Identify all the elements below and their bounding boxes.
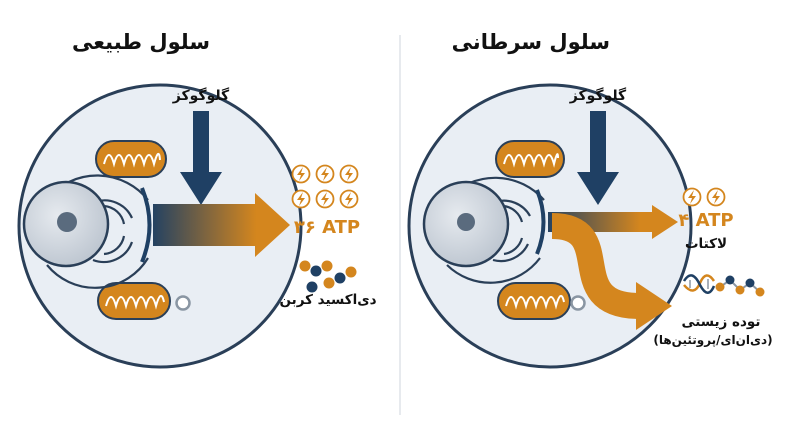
co2-molecule-icon bbox=[299, 260, 357, 293]
normal-atp-icons bbox=[291, 164, 359, 209]
nucleus-icon bbox=[422, 180, 510, 268]
mitochondrion-icon bbox=[495, 140, 565, 178]
lightning-bolt-icon bbox=[315, 189, 335, 209]
biomass-label: توده زیستی bbox=[681, 314, 761, 330]
lightning-bolt-icon bbox=[339, 164, 359, 184]
cancer-glucose-arrow bbox=[590, 111, 606, 175]
dna-helix-icon bbox=[682, 274, 716, 294]
normal-byproduct-label: دی‌اکسید کربن bbox=[279, 292, 377, 308]
lightning-bolt-icon bbox=[339, 189, 359, 209]
membrane-bracket bbox=[535, 189, 546, 255]
cancer-glucose-arrowhead bbox=[577, 172, 619, 205]
cancer-atp-icons bbox=[682, 187, 726, 207]
normal-atp-label: ۳۶ ATP bbox=[293, 217, 361, 238]
lightning-bolt-icon bbox=[682, 187, 702, 207]
membrane-bracket bbox=[140, 187, 152, 263]
normal-glucose-arrow bbox=[193, 111, 209, 175]
normal-glucose-label: گلوگوکز bbox=[172, 88, 230, 104]
vesicle-icon bbox=[175, 295, 191, 311]
cancer-cell bbox=[407, 83, 765, 369]
lightning-bolt-icon bbox=[315, 164, 335, 184]
lightning-bolt-icon bbox=[706, 187, 726, 207]
mitochondrion-icon bbox=[97, 282, 171, 320]
cancer-biomass-arrowhead bbox=[636, 282, 672, 330]
nucleus-icon bbox=[22, 180, 110, 268]
mitochondrion-icon bbox=[95, 140, 167, 178]
mitochondrion-icon bbox=[497, 282, 571, 320]
lightning-bolt-icon bbox=[291, 164, 311, 184]
normal-cell bbox=[17, 83, 359, 369]
protein-chain-icon bbox=[715, 275, 765, 297]
cancer-biomass-arrow bbox=[551, 213, 641, 319]
cancer-byproduct-label: لاکتات bbox=[684, 236, 728, 252]
cancer-glucose-label: گلوگوکز bbox=[569, 88, 627, 104]
normal-atp-arrow bbox=[153, 193, 290, 257]
biomass-sublabel: (دی‌ان‌ای/پروتئین‌ها) bbox=[653, 333, 773, 347]
normal-cell-title: سلول طبیعی bbox=[72, 30, 210, 54]
lightning-bolt-icon bbox=[291, 189, 311, 209]
cancer-atp-label: ۴ ATP bbox=[678, 210, 734, 231]
vesicle-icon bbox=[570, 295, 586, 311]
normal-glucose-arrowhead bbox=[180, 172, 222, 205]
cancer-cell-title: سلول سرطانی bbox=[451, 30, 610, 54]
